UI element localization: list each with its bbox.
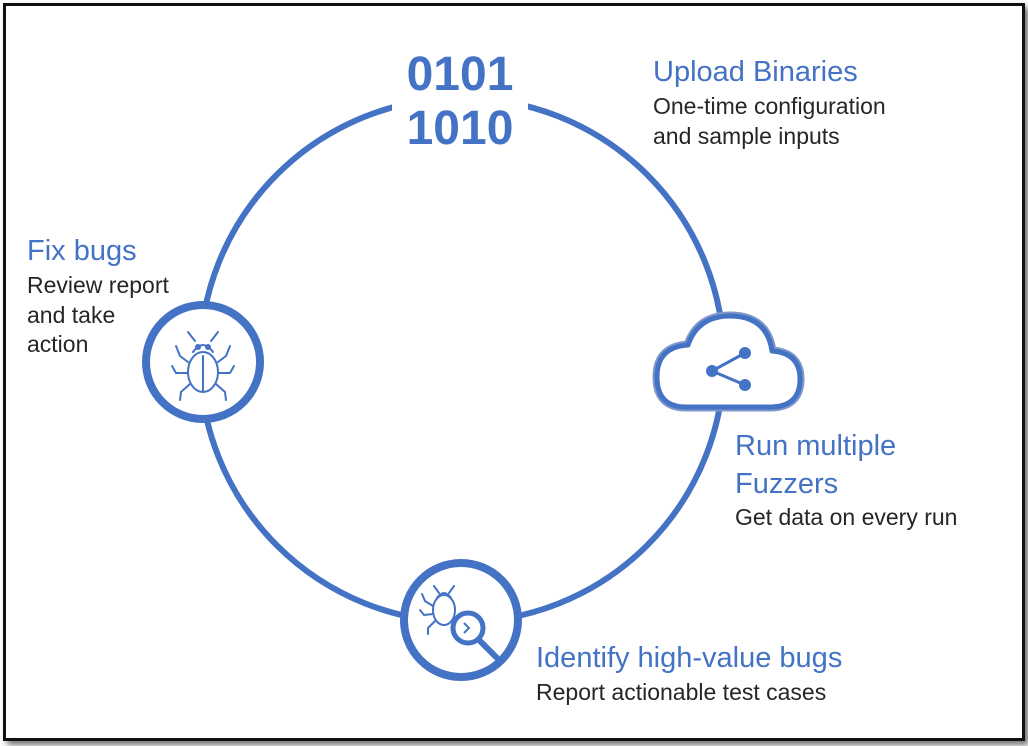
step-fix-desc-line-1: Review report	[27, 271, 169, 298]
binary-line-2: 1010	[406, 102, 514, 155]
bug-magnifier-icon	[400, 559, 522, 681]
step-fix: Fix bugs Review report and take action	[27, 233, 169, 360]
step-fix-desc-line-2: and take	[27, 301, 116, 328]
bug-icon	[142, 301, 264, 423]
binary-backdrop	[392, 50, 528, 160]
step-fix-desc-line-3: action	[27, 331, 89, 358]
step-upload-title: Upload Binaries	[653, 56, 858, 88]
step-run: Run multiple Fuzzers Get data on every r…	[735, 428, 957, 533]
step-fix-title: Fix bugs	[27, 235, 137, 267]
step-run-title-line-2: Fuzzers	[735, 467, 839, 500]
step-identify: Identify high-value bugs Report actionab…	[536, 640, 842, 708]
cloud-share-icon	[652, 311, 805, 412]
step-upload: Upload Binaries One-time configuration a…	[653, 54, 886, 151]
binary-digits: 0101 1010	[395, 48, 525, 156]
step-upload-desc-line-2: and sample inputs	[653, 122, 840, 149]
step-identify-desc: Report actionable test cases	[536, 678, 827, 705]
cycle-ring	[197, 95, 727, 625]
step-run-title-line-1: Run multiple	[735, 430, 897, 462]
binary-line-1: 0101	[406, 48, 514, 101]
step-upload-desc-line-1: One-time configuration	[653, 92, 886, 119]
step-run-desc: Get data on every run	[735, 504, 958, 531]
step-identify-title: Identify high-value bugs	[536, 642, 843, 674]
